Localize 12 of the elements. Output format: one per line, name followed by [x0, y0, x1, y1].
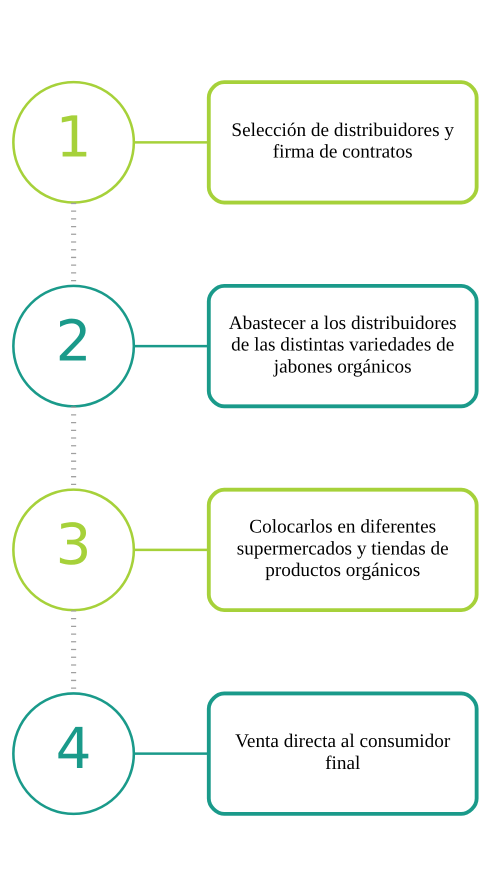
node-circle: 4 — [12, 692, 136, 816]
node-circle: 1 — [12, 80, 136, 204]
node-box: Venta directa al consumidor final — [206, 691, 479, 816]
node-circle: 2 — [12, 284, 136, 408]
node-box: Colocarlos en diferentes supermercados y tiendas de productos orgánicos — [206, 488, 479, 612]
connector — [134, 141, 209, 144]
node-box: Abastecer a los distribuidores de las distintas variedades de jabones orgánicos — [206, 284, 479, 408]
connector — [134, 344, 209, 348]
connector — [134, 548, 209, 552]
node-circle: 3 — [12, 488, 136, 612]
connector — [134, 752, 209, 755]
node-box: Selección de distribuidores y firma de contratos — [206, 80, 479, 205]
